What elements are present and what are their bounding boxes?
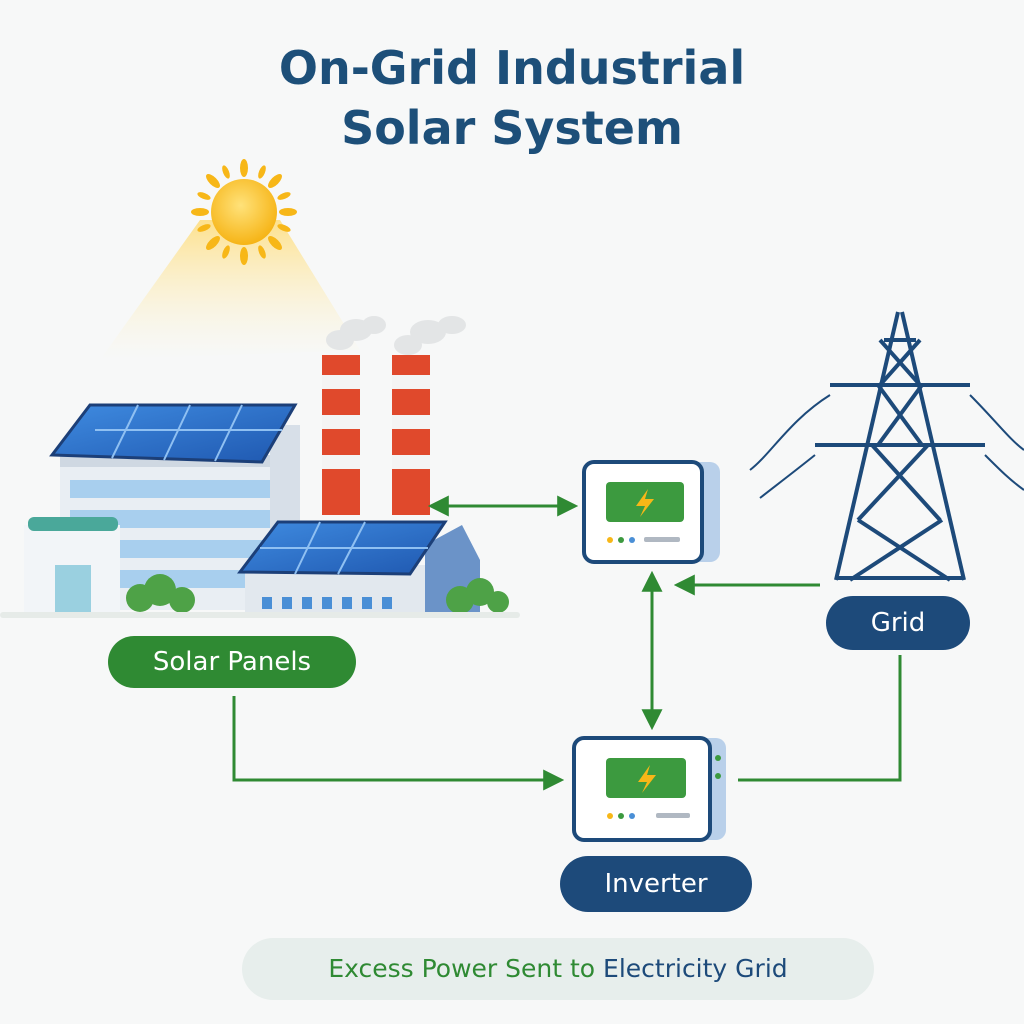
chimney-right — [392, 355, 430, 515]
title-line-2: Solar System — [341, 101, 683, 155]
power-tower-icon — [749, 311, 1024, 582]
label-grid-text: Grid — [870, 608, 926, 638]
sunlight-beam — [100, 220, 360, 360]
label-inverter: Inverter — [560, 856, 752, 912]
footer-banner: Excess Power Sent to Electricity Grid — [242, 938, 874, 1000]
title-line-1: On-Grid Industrial — [278, 41, 746, 95]
chimney-left — [322, 355, 360, 515]
meter-device — [582, 460, 720, 564]
lightning-icon — [638, 765, 656, 793]
page-title: On-Grid Industrial Solar System — [0, 38, 1024, 158]
flow-arrows — [232, 495, 902, 791]
label-solar-panels-text: Solar Panels — [152, 647, 312, 677]
label-grid: Grid — [826, 596, 970, 650]
footer-text-part2: Electricity Grid — [603, 954, 788, 983]
solar-panels-hall — [237, 520, 448, 576]
label-solar-panels: Solar Panels — [108, 636, 356, 688]
label-inverter-text: Inverter — [604, 869, 708, 899]
sun-icon — [191, 159, 297, 265]
solar-panels-roof — [49, 403, 298, 464]
lightning-icon — [636, 489, 654, 517]
factory-icon — [0, 316, 520, 618]
footer-text-part1: Excess Power Sent to — [328, 954, 596, 983]
line-inverter-grid — [738, 655, 902, 782]
inverter-device — [572, 736, 726, 842]
arrow-panels-inverter — [232, 696, 565, 791]
